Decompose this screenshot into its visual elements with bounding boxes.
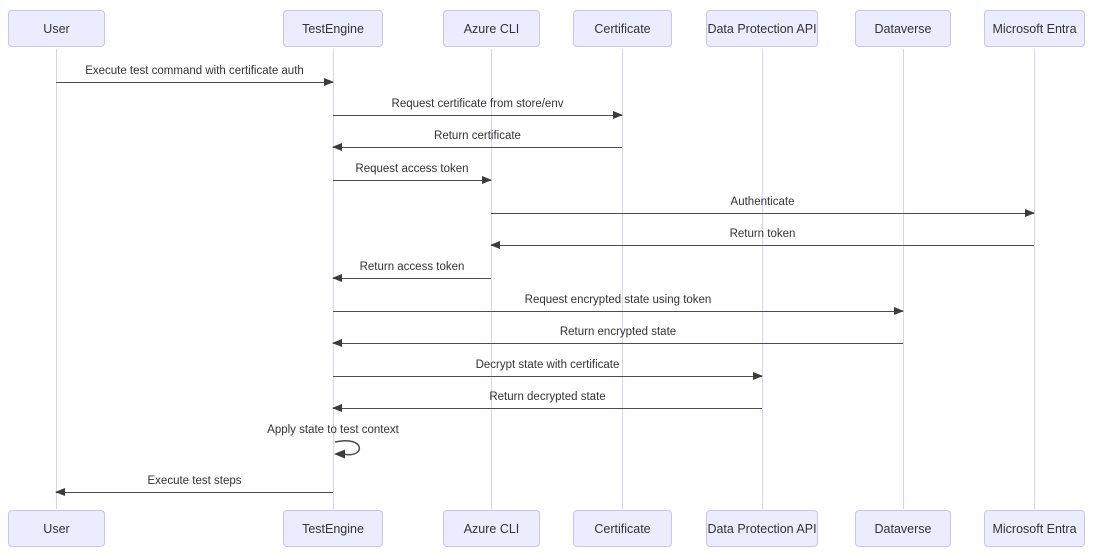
arrow-right-icon [333, 110, 623, 119]
actor-bottom-certificate: Certificate [573, 510, 672, 547]
message-return-token: Return token [490, 226, 1034, 249]
actor-bottom-microsoft-entra: Microsoft Entra [984, 510, 1085, 547]
message-apply-state-label: Apply state to test context [267, 424, 399, 436]
message-request-certificate: Request certificate from store/env [333, 96, 623, 119]
message-label: Request certificate from store/env [391, 98, 564, 110]
message-return-encrypted-state: Return encrypted state [332, 324, 903, 347]
message-label: Return token [729, 228, 796, 240]
message-label: Return encrypted state [559, 326, 677, 338]
arrow-left-icon [490, 240, 1034, 249]
self-loop-arrow-icon [334, 439, 361, 459]
actor-bottom-testengine: TestEngine [283, 510, 383, 547]
actor-top-azure-cli: Azure CLI [443, 10, 540, 47]
arrow-left-icon [332, 142, 622, 151]
actor-top-testengine: TestEngine [283, 10, 383, 47]
message-decrypt-state: Decrypt state with certificate [333, 357, 763, 380]
arrow-left-icon [332, 273, 491, 282]
actor-top-microsoft-entra: Microsoft Entra [984, 10, 1085, 47]
message-execute-test-steps: Execute test steps [55, 473, 333, 496]
arrow-right-icon [491, 208, 1035, 217]
lifeline-azure-cli [491, 49, 492, 509]
arrow-right-icon [56, 77, 334, 86]
actor-bottom-user: User [8, 510, 105, 547]
arrow-left-icon [332, 403, 762, 412]
lifeline-user [56, 49, 57, 509]
message-label: Execute test steps [147, 475, 242, 487]
message-label: Return certificate [434, 130, 521, 142]
message-request-encrypted-state: Request encrypted state using token [333, 292, 904, 315]
message-label: Execute test command with certificate au… [85, 65, 304, 77]
arrow-right-icon [333, 175, 492, 184]
actor-bottom-azure-cli: Azure CLI [443, 510, 540, 547]
message-return-certificate: Return certificate [332, 128, 622, 151]
lifeline-microsoft-entra [1034, 49, 1035, 509]
arrow-right-icon [333, 371, 763, 380]
message-execute-test-command: Execute test command with certificate au… [56, 63, 334, 86]
actor-top-dataverse: Dataverse [855, 10, 951, 47]
message-label: Request encrypted state using token [524, 294, 712, 306]
message-return-access-token: Return access token [332, 259, 491, 282]
message-authenticate: Authenticate [491, 194, 1035, 217]
actor-top-data-protection-api: Data Protection API [706, 10, 818, 47]
message-label: Request access token [355, 163, 469, 175]
lifeline-dataverse [903, 49, 904, 509]
actor-bottom-data-protection-api: Data Protection API [706, 510, 818, 547]
actor-top-user: User [8, 10, 105, 47]
arrow-left-icon [55, 487, 333, 496]
message-label: Return access token [359, 261, 465, 273]
message-return-decrypted-state: Return decrypted state [332, 389, 762, 412]
actor-bottom-dataverse: Dataverse [855, 510, 951, 547]
lifeline-certificate [622, 49, 623, 509]
message-request-access-token: Request access token [333, 161, 492, 184]
message-label: Return decrypted state [489, 391, 606, 403]
lifeline-data-protection-api [762, 49, 763, 509]
message-label: Authenticate [730, 196, 795, 208]
arrow-right-icon [333, 306, 904, 315]
message-label: Decrypt state with certificate [475, 359, 620, 371]
arrow-left-icon [332, 338, 903, 347]
actor-top-certificate: Certificate [573, 10, 672, 47]
